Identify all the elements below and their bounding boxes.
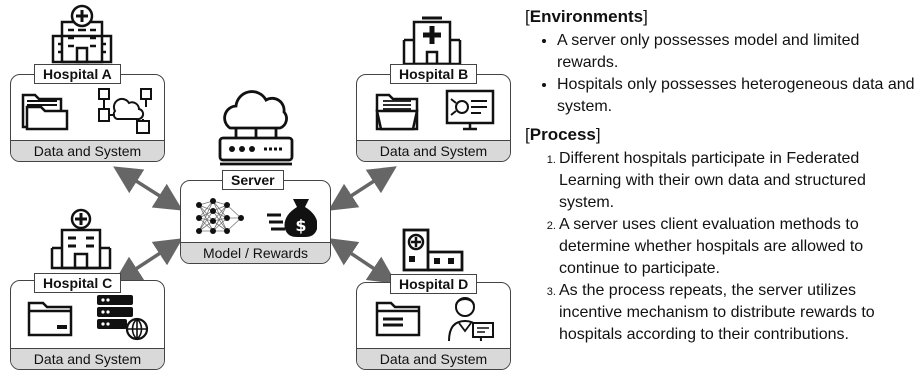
folder-icon [375, 301, 421, 337]
hospital-c-box: Data and System [10, 280, 165, 370]
list-item: Hospitals only possesses heterogeneous d… [557, 74, 915, 118]
hospital-building-icon [402, 228, 464, 272]
network-icon [98, 88, 152, 134]
arrow-hospital-b [328, 166, 397, 211]
hospital-a-footer: Data and System [11, 140, 164, 161]
hospital-building-icon [51, 4, 113, 64]
hospital-d-footer: Data and System [357, 348, 510, 369]
arrow-hospital-d [328, 238, 397, 284]
description-panel: [Environments] A server only possesses m… [525, 6, 915, 346]
hospital-a-label: Hospital A [34, 64, 121, 84]
hospital-b-label: Hospital B [390, 64, 478, 84]
money-bag-icon: $ [267, 199, 317, 237]
server-box: $ Model / Rewards [180, 180, 331, 264]
process-list: Different hospitals participate in Feder… [525, 148, 915, 346]
list-item: A server uses client evaluation methods … [559, 214, 915, 280]
hospital-b-footer: Data and System [357, 140, 510, 161]
arrow-hospital-c [113, 238, 183, 284]
list-item: As the process repeats, the server utili… [559, 280, 915, 346]
system-monitor-icon [445, 89, 495, 131]
diagram: Data and System Hospital A Data and Syst… [10, 4, 511, 370]
cloud-server-icon [218, 90, 294, 166]
hospital-b-box: Data and System [356, 74, 511, 162]
hospital-a-box: Data and System [10, 74, 165, 162]
environments-heading: [Environments] [525, 7, 648, 26]
hospital-c-footer: Data and System [11, 348, 164, 369]
doctor-icon [448, 297, 494, 342]
folder-icon [27, 301, 73, 337]
hospital-building-icon [50, 208, 112, 270]
database-globe-icon [97, 295, 149, 341]
process-heading: [Process] [525, 125, 601, 144]
hospital-c-label: Hospital C [34, 273, 122, 293]
hospital-d-box: Data and System [356, 282, 511, 370]
list-item: Different hospitals participate in Feder… [559, 148, 915, 214]
hospital-building-icon [402, 16, 462, 66]
environments-list: A server only possesses model and limite… [525, 30, 915, 118]
folder-icon [21, 93, 69, 131]
server-footer: Model / Rewards [181, 242, 330, 263]
folder-icon [375, 93, 419, 131]
list-item: A server only possesses model and limite… [557, 30, 915, 74]
connection-arrows [113, 166, 397, 284]
arrow-hospital-a [113, 166, 183, 211]
neural-network-icon [196, 198, 244, 234]
hospital-d-label: Hospital D [390, 274, 478, 294]
server-label: Server [222, 170, 284, 190]
svg-text:$: $ [295, 216, 306, 235]
